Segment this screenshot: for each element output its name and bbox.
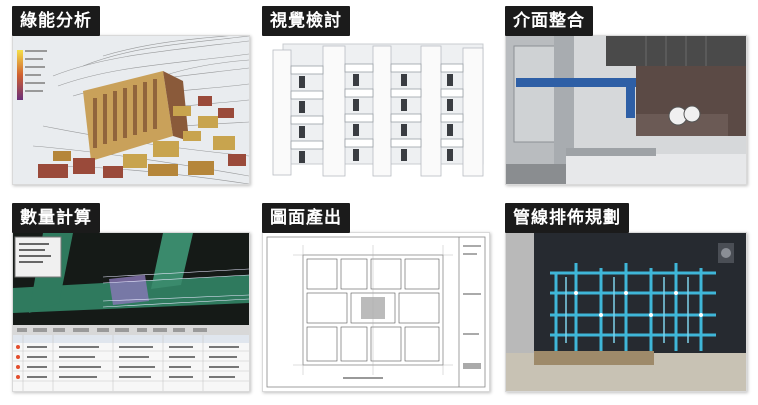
- tile-label-interface-integration: 介面整合: [505, 6, 593, 36]
- piping-layout-image: [506, 233, 746, 391]
- tile-visual-review: [262, 35, 490, 185]
- color-scale-legend: [17, 50, 47, 100]
- visual-review-image: [263, 36, 489, 184]
- tile-label-drawing-output: 圖面產出: [262, 203, 350, 233]
- tile-drawing-output: [262, 232, 490, 392]
- tile-piping-layout-planning: [505, 232, 747, 392]
- tile-label-energy-analysis: 綠能分析: [12, 6, 100, 36]
- interface-integration-image: [506, 36, 746, 184]
- tile-label-quantity-calculation: 數量計算: [12, 203, 100, 233]
- tile-energy-analysis: [12, 35, 250, 185]
- quantity-calculation-image: [13, 233, 249, 391]
- tile-label-piping-layout-planning: 管線排佈規劃: [505, 203, 629, 233]
- tile-interface-integration: [505, 35, 747, 185]
- tile-quantity-calculation: [12, 232, 250, 392]
- energy-analysis-image: [13, 36, 249, 184]
- drawing-output-image: [263, 233, 489, 391]
- tile-label-visual-review: 視覺檢討: [262, 6, 350, 36]
